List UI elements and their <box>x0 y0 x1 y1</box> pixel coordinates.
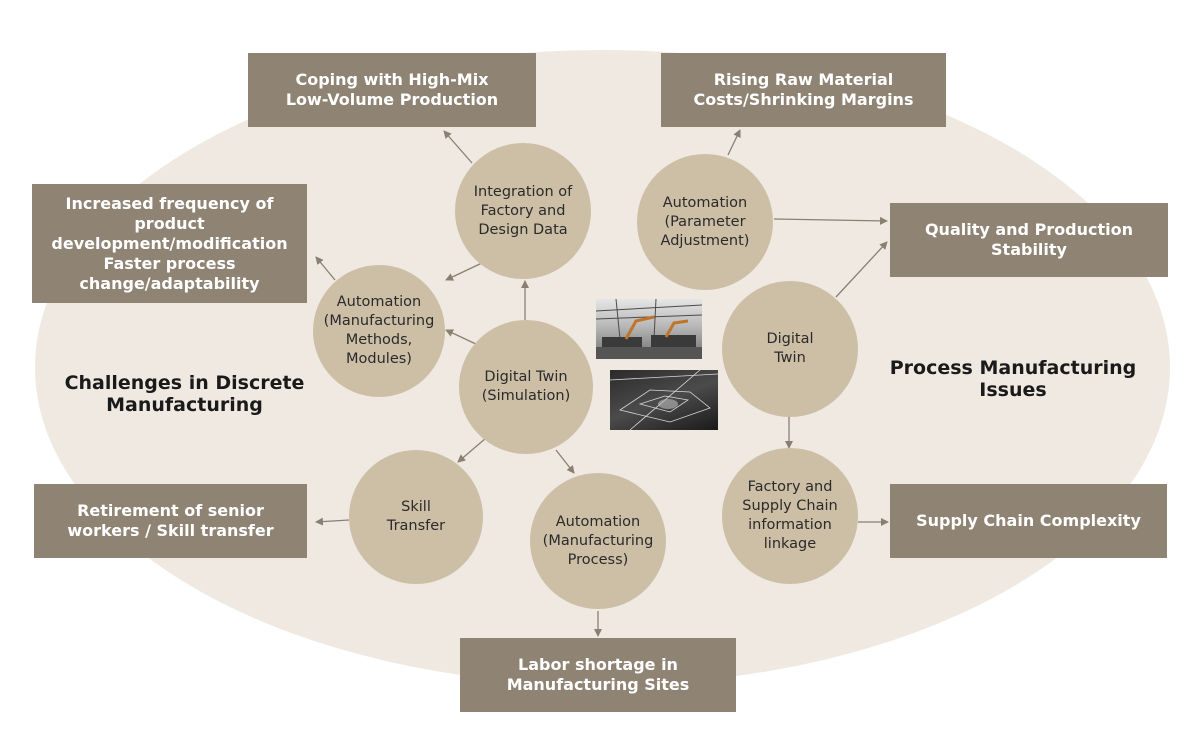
factory-robot-illustration <box>596 299 702 359</box>
circle-integration-factory-design-data: Integration of Factory and Design Data <box>455 143 591 279</box>
process-issues-title: Process Manufacturing Issues <box>889 357 1137 401</box>
box-retirement-skill-transfer: Retirement of senior workers / Skill tra… <box>34 484 307 558</box>
circle-skill-transfer: Skill Transfer <box>349 450 483 584</box>
arrow-twin-sim-to-automation-methods <box>445 329 479 346</box>
box-product-development-frequency: Increased frequency of product developme… <box>32 184 307 303</box>
box-supply-chain-complexity: Supply Chain Complexity <box>890 484 1167 558</box>
arrow-twin-sim-to-skill-transfer <box>457 437 487 463</box>
arrow-digital-twin-to-quality <box>835 241 888 298</box>
discrete-challenges-title: Challenges in Discrete Manufacturing <box>64 372 305 416</box>
arrow-skill-transfer-to-retirement <box>315 517 350 526</box>
box-labor-shortage: Labor shortage in Manufacturing Sites <box>460 638 736 712</box>
design-wireframe-illustration <box>610 370 718 430</box>
box-quality-production-stability: Quality and Production Stability <box>890 203 1168 277</box>
arrow-twin-sim-to-automation-process <box>555 449 575 474</box>
arrow-automation-methods-to-product-dev <box>315 256 336 281</box>
arrow-integration-to-high-mix <box>443 130 473 164</box>
arrow-automation-param-to-raw-material <box>727 129 741 156</box>
arrow-integration-to-automation-methods <box>445 261 485 281</box>
circle-automation-manufacturing-methods: Automation (Manufacturing Methods, Modul… <box>313 265 445 397</box>
box-rising-raw-material-costs: Rising Raw Material Costs/Shrinking Marg… <box>661 53 946 127</box>
factory-robot-photo <box>596 299 702 359</box>
circle-digital-twin: Digital Twin <box>722 281 858 417</box>
circle-automation-parameter-adjustment: Automation (Parameter Adjustment) <box>637 154 773 290</box>
circle-digital-twin-simulation: Digital Twin (Simulation) <box>459 320 593 454</box>
circle-automation-manufacturing-process: Automation (Manufacturing Process) <box>530 473 666 609</box>
arrow-automation-param-to-quality <box>773 216 888 225</box>
circle-factory-supply-chain-linkage: Factory and Supply Chain information lin… <box>722 448 858 584</box>
box-high-mix-low-volume: Coping with High-Mix Low-Volume Producti… <box>248 53 536 127</box>
design-data-photo <box>610 370 718 430</box>
